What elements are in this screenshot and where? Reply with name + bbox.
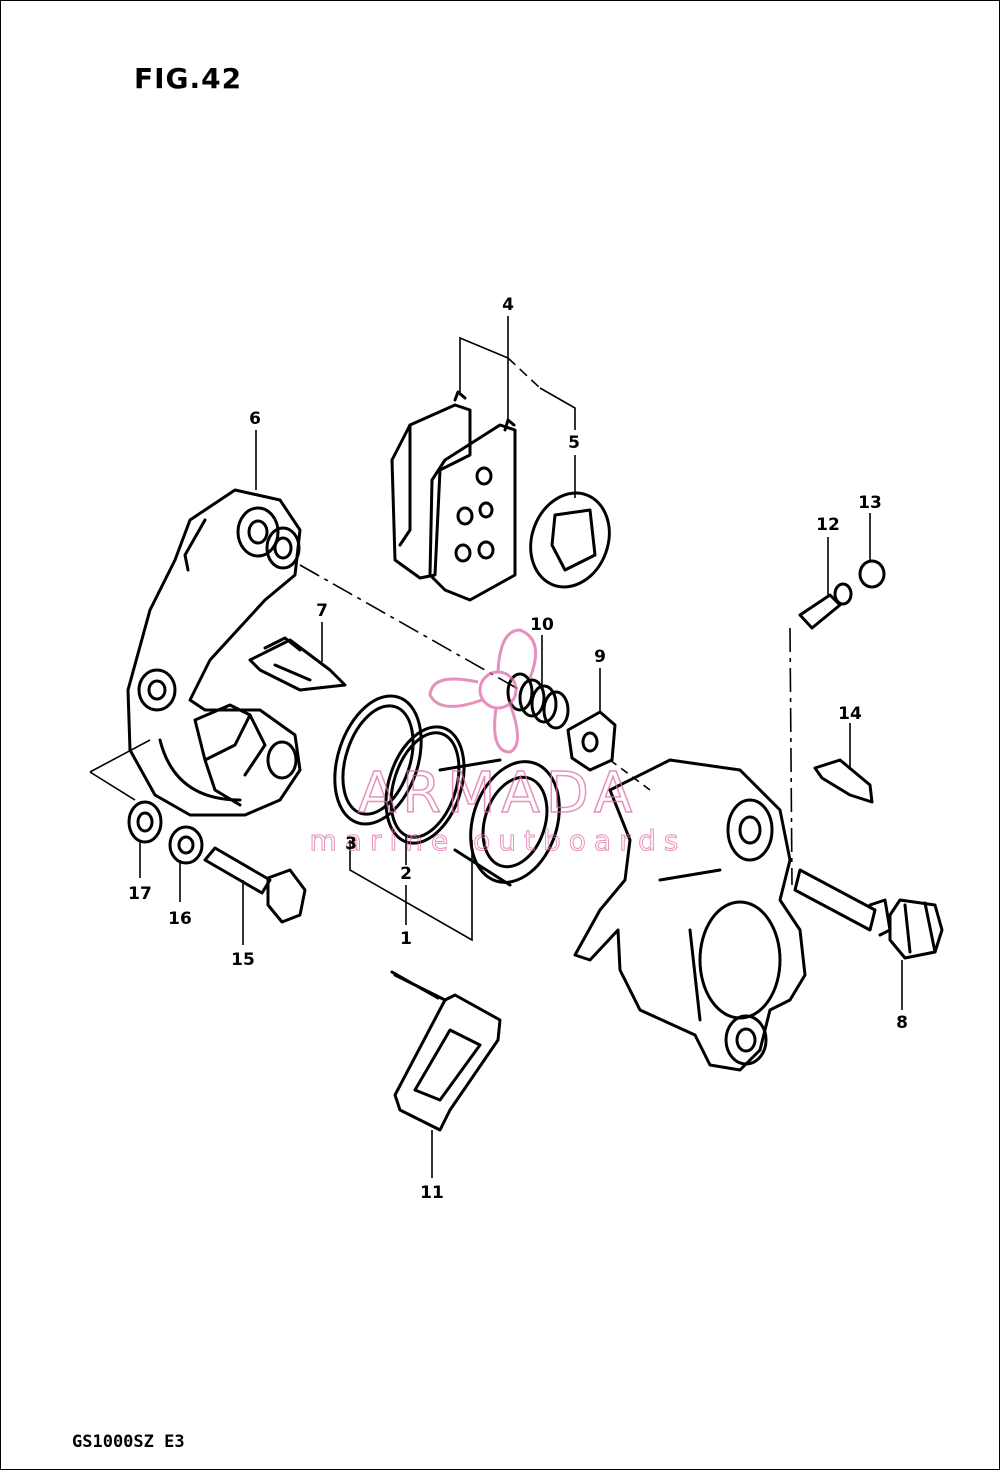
figure-title: FIG.42 — [134, 62, 243, 95]
part-4-brake-pads — [390, 390, 517, 602]
callout-7: 7 — [316, 601, 328, 621]
part-6-caliper-holder — [126, 488, 302, 817]
part-8-mounting-bolt — [793, 868, 944, 960]
callout-6: 6 — [249, 409, 261, 429]
callout-4: 4 — [502, 295, 514, 315]
callout-14: 14 — [838, 704, 862, 724]
watermark-tagline: marine outboards — [310, 824, 687, 857]
callout-10: 10 — [530, 615, 554, 635]
part-5-pad-shim — [529, 491, 611, 589]
part-12-bleeder-valve — [798, 582, 853, 630]
watermark-brand: ARMADA — [358, 761, 638, 826]
part-10-spring — [506, 672, 570, 730]
callout-2: 2 — [400, 864, 412, 884]
callout-8: 8 — [896, 1013, 908, 1033]
model-code: GS1000SZ E3 — [72, 1432, 185, 1452]
part-15-bolt — [203, 846, 307, 924]
callout-16: 16 — [168, 909, 192, 929]
watermark: ARMADA marine outboards — [309, 628, 687, 858]
part-17-washer — [127, 800, 163, 844]
callout-13: 13 — [858, 493, 882, 513]
propeller-logo-icon — [428, 628, 538, 754]
part-14-clip — [813, 758, 874, 804]
part-7-pad-spring — [248, 636, 347, 692]
callout-12: 12 — [816, 515, 840, 535]
callout-9: 9 — [594, 647, 606, 667]
caliper-body — [573, 758, 807, 1072]
callout-17: 17 — [128, 884, 152, 904]
part-11-retainer-plate — [390, 970, 502, 1132]
callout-15: 15 — [231, 950, 255, 970]
callout-5: 5 — [568, 433, 580, 453]
callout-1: 1 — [400, 929, 412, 949]
callout-labels: 1 2 3 4 5 6 7 8 9 10 11 12 13 14 15 16 1… — [128, 295, 908, 1203]
leader-lines — [89, 316, 903, 1178]
callout-3: 3 — [345, 834, 357, 854]
part-1-piston — [438, 758, 561, 887]
callout-11: 11 — [420, 1183, 444, 1203]
part-16-washer — [168, 825, 204, 865]
part-13-bleeder-cap — [858, 559, 886, 589]
part-3-dust-seal — [333, 694, 423, 826]
